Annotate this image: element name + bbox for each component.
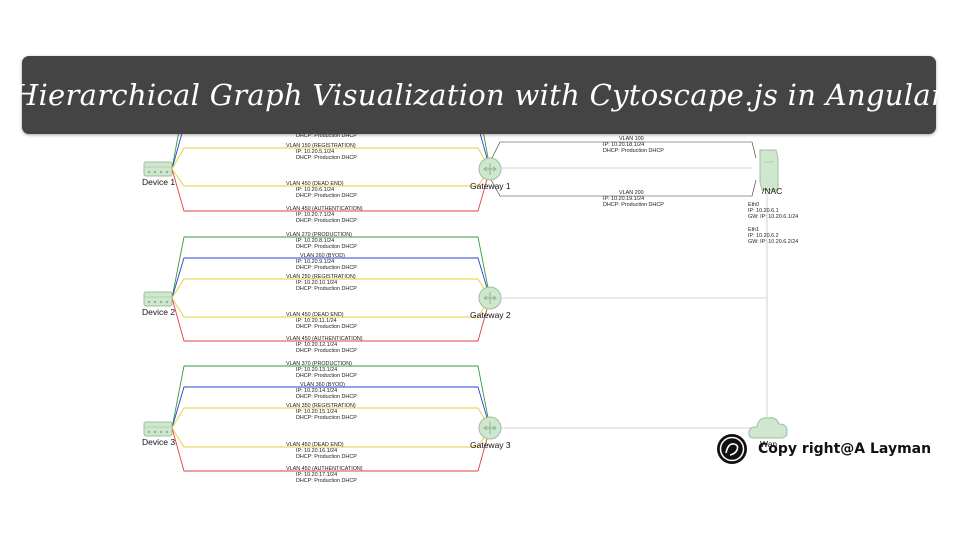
vlan-dhcp-label: DHCP: Production DHCP — [296, 415, 357, 421]
nac-vlan-labels: VLAN 100 IP: 10.20.18.1/24 DHCP: Product… — [603, 136, 664, 208]
device-node-1[interactable]: Device 1 — [142, 161, 175, 187]
nac-interfaces: Eth0 IP: 10.20.6.1 GW: IP: 10.20.6.1/24 … — [748, 202, 798, 245]
vlan-ip-label: IP: 10.20.9.1/24 — [296, 259, 334, 265]
author-logo-icon — [717, 434, 747, 464]
vlan-ip-label: IP: 10.20.15.1/24 — [296, 409, 337, 415]
eth0-gw: GW: IP: 10.20.6.1/24 — [748, 214, 798, 220]
vlan-dhcp-label: DHCP: Production DHCP — [296, 454, 357, 460]
vlan-dhcp-label: DHCP: Production DHCP — [296, 155, 357, 161]
eth0-name: Eth0 — [748, 202, 759, 208]
vlan-dhcp-label: DHCP: Production DHCP — [296, 394, 357, 400]
edge-vlan100 — [489, 141, 757, 163]
vlan-ip-label: IP: 10.20.13.1/24 — [296, 367, 337, 373]
vlan-name-label: VLAN 450 (DEAD END) — [286, 181, 344, 187]
device-node-3[interactable]: Device 3 — [142, 421, 175, 447]
vlan-ip-label: IP: 10.20.8.1/24 — [296, 238, 334, 244]
vlan-name-label: VLAN 360 (BYOD) — [300, 382, 345, 388]
vlan-dhcp-label: DHCP: Production DHCP — [296, 244, 357, 250]
vlan-name-label: VLAN 450 (DEAD END) — [286, 442, 344, 448]
vlan-name-label: VLAN 450 (AUTHENTICATION) — [286, 336, 363, 342]
nac-label: /NAC — [762, 186, 782, 196]
eth1-name: Eth1 — [748, 227, 759, 233]
vlan-name-label: VLAN 450 (DEAD END) — [286, 312, 344, 318]
gateway-node-3[interactable]: Gateway 3 — [470, 416, 511, 450]
vlan-edge[interactable] — [171, 407, 491, 429]
vlan-name-label: VLAN 150 (REGISTRATION) — [286, 143, 356, 149]
vlan200-name: VLAN 200 — [619, 190, 644, 196]
nac-node[interactable]: /NAC — [759, 149, 782, 196]
eth1-gw: GW: IP: 10.20.6.2/24 — [748, 239, 798, 245]
nac-vlan-edges — [489, 141, 757, 197]
eth0-ip: IP: 10.20.6.1 — [748, 208, 779, 214]
gateway-node-2[interactable]: Gateway 2 — [470, 286, 511, 320]
vlan-edge[interactable] — [171, 236, 491, 299]
vlan-name-label: VLAN 450 (AUTHENTICATION) — [286, 206, 363, 212]
cloud-icon — [748, 417, 788, 439]
vlan-name-label: VLAN 370 (PRODUCTION) — [286, 361, 352, 367]
device-label: Device 2 — [142, 307, 175, 317]
vlan-name-label: VLAN 450 (AUTHENTICATION) — [286, 466, 363, 472]
vlan-edge[interactable] — [171, 168, 491, 212]
uplink-edges — [500, 167, 768, 429]
server-icon — [759, 149, 779, 191]
vlan-ip-label: IP: 10.20.12.1/24 — [296, 342, 337, 348]
device-label: Device 3 — [142, 437, 175, 447]
banner-title: Hierarchical Graph Visualization with Cy… — [12, 78, 946, 112]
vlan-ip-label: IP: 10.20.11.1/24 — [296, 318, 337, 324]
title-banner: Hierarchical Graph Visualization with Cy… — [13, 56, 945, 134]
wan-label: Wan — [760, 439, 777, 449]
vlan-dhcp-label: DHCP: Production DHCP — [296, 218, 357, 224]
vlan100-name: VLAN 100 — [619, 136, 644, 142]
vlan-name-label: VLAN 250 (REGISTRATION) — [286, 274, 356, 280]
switch-icon — [143, 421, 173, 437]
vlan200-ip: IP: 10.20.19.1/24 — [603, 196, 644, 202]
vlan-ip-label: IP: 10.20.10.1/24 — [296, 280, 337, 286]
vlan-dhcp-label: DHCP: Production DHCP — [296, 478, 357, 484]
vlan100-dhcp: DHCP: Production DHCP — [603, 148, 664, 154]
vlan-ip-label: IP: 10.20.17.1/24 — [296, 472, 337, 478]
vlan-dhcp-label: DHCP: Production DHCP — [296, 373, 357, 379]
vlan-ip-label: IP: 10.20.5.1/24 — [296, 149, 334, 155]
wan-node[interactable]: Wan — [748, 417, 788, 449]
gateway-node-1[interactable]: Gateway 1 — [470, 157, 511, 191]
copyright-watermark: Copy right@A Layman — [716, 432, 931, 466]
vlan-name-label: VLAN 270 (PRODUCTION) — [286, 232, 352, 238]
vlan-ip-label: IP: 10.20.6.1/24 — [296, 187, 334, 193]
device-label: Device 1 — [142, 177, 175, 187]
edge-vlan200 — [489, 177, 757, 197]
vlan-dhcp-label: DHCP: Production DHCP — [296, 348, 357, 354]
vlan-edge[interactable] — [171, 147, 491, 170]
vlan-name-label: VLAN 350 (REGISTRATION) — [286, 403, 356, 409]
vlan-ip-label: IP: 10.20.16.1/24 — [296, 448, 337, 454]
vlan-edge[interactable] — [171, 427, 491, 472]
vlan-edge[interactable] — [171, 386, 491, 429]
vlan-edge[interactable] — [171, 297, 491, 342]
vlan-dhcp-label: DHCP: Production DHCP — [296, 133, 357, 139]
copyright-text: Copy right@A Layman — [758, 441, 932, 457]
vlan-edge[interactable] — [171, 365, 491, 429]
vlan200-dhcp: DHCP: Production DHCP — [603, 202, 664, 208]
vlan100-ip: IP: 10.20.18.1/24 — [603, 142, 644, 148]
device-node-2[interactable]: Device 2 — [142, 291, 175, 317]
vlan-dhcp-label: DHCP: Production DHCP — [296, 324, 357, 330]
vlan-dhcp-label: DHCP: Production DHCP — [296, 265, 357, 271]
edges-layer: VLAN 170 (PRODUCTION)IP: 10.20.1.1/24DHC… — [171, 98, 491, 484]
vlan-ip-label: IP: 10.20.14.1/24 — [296, 388, 337, 394]
vlan-name-label: VLAN 260 (BYOD) — [300, 253, 345, 259]
eth1-ip: IP: 10.20.6.2 — [748, 233, 779, 239]
gateway-label: Gateway 2 — [470, 310, 511, 320]
vlan-dhcp-label: DHCP: Production DHCP — [296, 193, 357, 199]
switch-icon — [143, 291, 173, 307]
vlan-edge[interactable] — [171, 257, 491, 299]
vlan-ip-label: IP: 10.20.7.1/24 — [296, 212, 334, 218]
gateway-label: Gateway 3 — [470, 440, 511, 450]
gateway-label: Gateway 1 — [470, 181, 511, 191]
vlan-dhcp-label: DHCP: Production DHCP — [296, 286, 357, 292]
switch-icon — [143, 161, 173, 177]
